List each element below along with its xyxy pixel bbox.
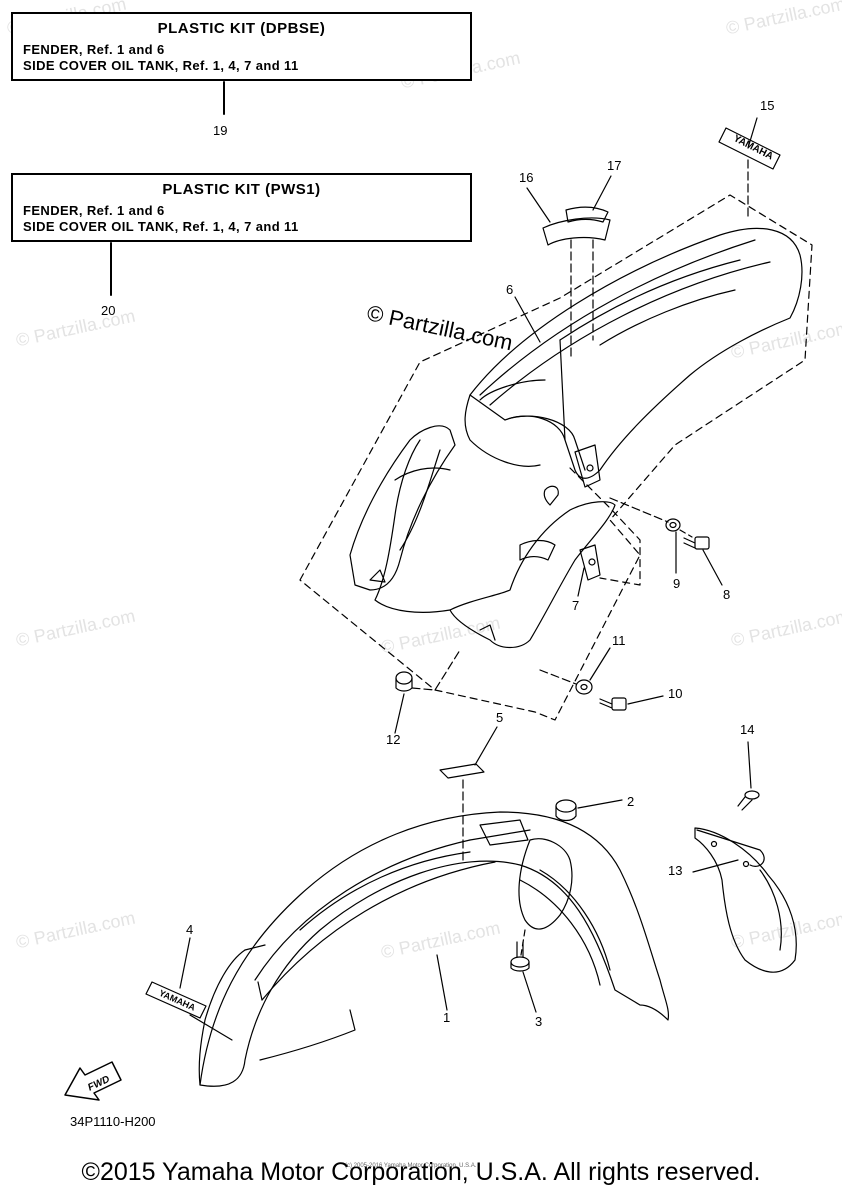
bolt-8 [683,536,710,550]
bolt-10 [599,697,627,711]
kit-line: FENDER, Ref. 1 and 6 [23,203,165,218]
callout-8: 8 [723,587,731,602]
decal-15 [718,127,781,170]
screw-14 [737,790,760,811]
seat-pad-16-17 [542,206,611,246]
grommet-12 [395,671,413,692]
leader-6 [514,296,541,343]
decal-4-text: YAMAHA [158,988,198,1013]
bolt-3 [510,941,530,972]
leader-7 [577,567,585,597]
leader-15 [747,117,758,149]
leader-2 [577,799,623,809]
tiny-notice: (c) 2005-2016 Yamaha Motor Corporation, … [345,1163,477,1169]
kit-box-pws1: PLASTIC KIT (PWS1) FENDER, Ref. 1 and 6 … [11,173,472,242]
leader-5 [474,726,498,766]
callout-4: 4 [186,922,194,937]
callout-9: 9 [673,576,681,591]
kit-title: PLASTIC KIT (PWS1) [162,181,321,198]
front-fender [198,811,670,1087]
fwd-arrow-shape [64,1061,122,1101]
callout-13: 13 [668,863,683,878]
callout-5: 5 [496,710,504,725]
leader-14 [747,741,752,789]
leader-1 [436,954,448,1011]
washer-11 [575,679,593,695]
leader-16 [526,187,551,223]
leader-8 [702,549,723,586]
leader-3 [522,971,537,1013]
leader-11 [589,647,611,681]
callout-10: 10 [668,686,683,701]
callout-3: 3 [535,1014,543,1029]
leader-4b [189,1014,233,1041]
callout-19: 19 [213,123,228,138]
callout-15: 15 [760,98,775,113]
callout-20: 20 [101,303,116,318]
mudflap-13 [694,827,797,973]
collar-2 [555,799,577,822]
leader-17 [592,175,612,211]
kit-box-dpbse: PLASTIC KIT (DPBSE) FENDER, Ref. 1 and 6… [11,12,472,81]
callout-11: 11 [612,633,626,648]
callout-7: 7 [572,598,580,613]
leader-10 [627,695,664,705]
drawing-id: 34P1110-H200 [70,1114,156,1129]
washer-9 [665,518,681,532]
callout-1: 1 [443,1010,451,1025]
callout-12: 12 [386,732,401,747]
callout-14: 14 [740,722,755,737]
leader-13 [692,859,739,873]
decal-15-text: YAMAHA [731,133,774,162]
kit-line: SIDE COVER OIL TANK, Ref. 1, 4, 7 and 11 [23,219,299,234]
leader-4 [179,937,191,989]
kit-line: SIDE COVER OIL TANK, Ref. 1, 4, 7 and 11 [23,58,299,73]
callout-16: 16 [519,170,534,185]
copyright-footer: ©2015 Yamaha Motor Corporation, U.S.A. A… [81,1158,761,1186]
dashed-boundary [299,194,813,721]
rear-fender [349,227,803,649]
kit-title: PLASTIC KIT (DPBSE) [157,20,326,37]
callout-17: 17 [607,158,622,173]
callout-6: 6 [506,282,514,297]
leader-12 [394,693,405,734]
sticker-5 [439,763,485,779]
kit-line: FENDER, Ref. 1 and 6 [23,42,165,57]
dashed-boundary [569,467,641,586]
decal-4 [145,981,207,1019]
callout-2: 2 [627,794,635,809]
